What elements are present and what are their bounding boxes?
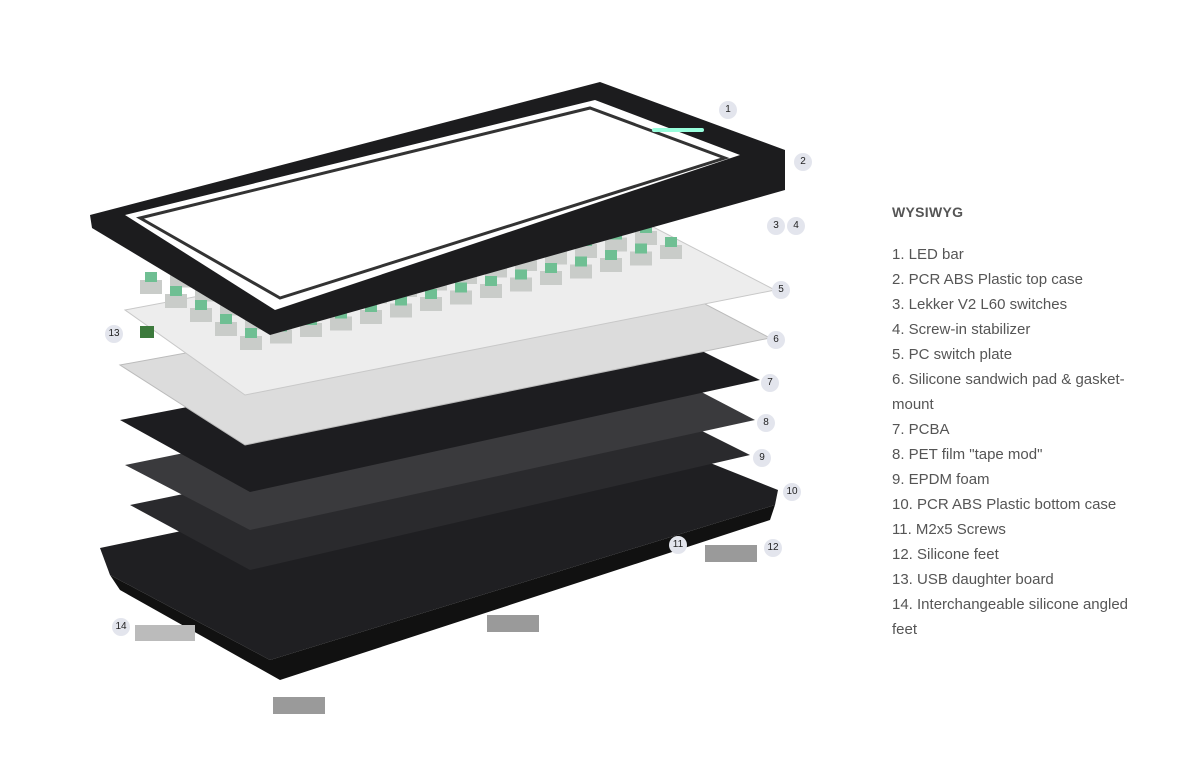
parts-legend: WYSIWYG 1. LED bar 2. PCR ABS Plastic to… [892, 204, 1132, 642]
callout-badge: 11 [669, 536, 687, 554]
list-item: 1. LED bar [892, 246, 964, 263]
switch-housing [165, 294, 187, 308]
switch-stem [395, 295, 407, 306]
switch-housing [300, 323, 322, 337]
parts-list: 1. LED bar 2. PCR ABS Plastic top case 3… [892, 242, 1132, 642]
list-item: 14. Interchangeable silicone angled feet [892, 596, 1129, 638]
list-item: 8. PET film "tape mod" [892, 446, 1043, 463]
switch-housing [190, 308, 212, 322]
switch-stem [365, 302, 377, 312]
callout-badge: 5 [772, 281, 790, 299]
callout-badge: 3 [767, 217, 785, 235]
switch-stem [220, 314, 232, 324]
switch-housing [480, 284, 502, 298]
switch-stem [455, 282, 467, 293]
bottom-case [100, 435, 778, 660]
switch-housing [630, 251, 652, 266]
angled-foot [135, 625, 195, 641]
list-item: 10. PCR ABS Plastic bottom case [892, 496, 1117, 513]
switch-stem [575, 256, 587, 267]
callout-badge: 1 [719, 101, 737, 119]
switch-stem [485, 276, 497, 286]
list-item: 4. Screw-in stabilizer [892, 321, 1031, 338]
exploded-keyboard-diagram: 1 2 3 4 5 6 7 8 9 10 11 12 13 14 [90, 82, 812, 714]
switch-housing [215, 322, 237, 336]
switch-stem [145, 272, 157, 282]
callout-badge: 7 [761, 374, 779, 392]
switch-housing [360, 310, 382, 324]
switch-housing [450, 290, 472, 305]
switch-housing [540, 271, 562, 285]
list-item: 2. PCR ABS Plastic top case [892, 271, 1083, 288]
list-item: 11. M2x5 Screws [892, 521, 1006, 538]
list-item: 12. Silicone feet [892, 546, 999, 563]
switch-housing [240, 336, 262, 350]
switch-stem [605, 250, 617, 260]
list-item: 6. Silicone sandwich pad & gasket-mount [892, 371, 1125, 413]
list-item: 5. PC switch plate [892, 346, 1013, 363]
legend-title: WYSIWYG [892, 204, 964, 220]
switch-stem [425, 289, 437, 299]
switch-housing [605, 237, 627, 252]
list-item: 3. Lekker V2 L60 switches [892, 296, 1068, 313]
callout-badge: 12 [764, 539, 782, 557]
switch-housing [635, 231, 657, 245]
list-item: 13. USB daughter board [892, 571, 1054, 588]
switch-stem [665, 237, 677, 247]
switch-housing [330, 316, 352, 331]
switch-stem [515, 269, 527, 280]
callout-badge: 6 [767, 331, 785, 349]
callout-badge: 4 [787, 217, 805, 235]
switch-housing [600, 258, 622, 272]
switch-housing [420, 297, 442, 311]
switch-stem [245, 328, 257, 338]
switch-stem [195, 300, 207, 310]
callout-badge: 2 [794, 153, 812, 171]
switch-housing [660, 245, 682, 259]
switch-housing [140, 280, 162, 294]
callout-badge: 13 [105, 325, 123, 343]
switch-stem [170, 286, 182, 296]
silicone-foot [487, 615, 539, 632]
switch-stem [635, 243, 647, 254]
callout-badge: 9 [753, 449, 771, 467]
list-item: 7. PCBA [892, 421, 950, 438]
led-bar [652, 128, 704, 132]
usb-daughter-board [140, 326, 154, 338]
switch-stem [545, 263, 557, 273]
silicone-foot [705, 545, 757, 562]
callout-badge: 10 [783, 483, 801, 501]
switch-housing [570, 264, 592, 279]
silicone-foot [273, 697, 325, 714]
switch-housing [390, 303, 412, 318]
keyboard-layers-illustration [90, 82, 785, 714]
callout-badge: 14 [112, 618, 130, 636]
switch-housing [510, 277, 532, 292]
callout-badge: 8 [757, 414, 775, 432]
list-item: 9. EPDM foam [892, 471, 990, 488]
